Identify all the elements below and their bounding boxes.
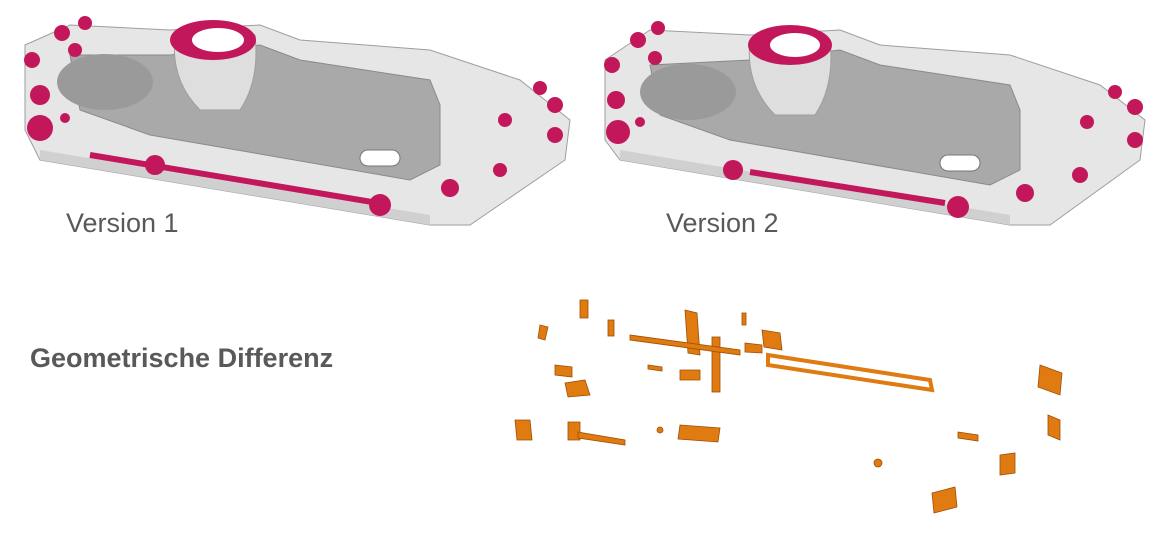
version-2-model bbox=[604, 21, 1146, 226]
v1-mount-points bbox=[24, 16, 563, 216]
v1-frame bbox=[24, 20, 571, 226]
version-2-label: Version 2 bbox=[666, 208, 779, 238]
difference-model bbox=[514, 299, 1063, 514]
version-1-label: Version 1 bbox=[66, 208, 179, 238]
difference-fragments bbox=[514, 299, 1063, 514]
version-1-model bbox=[24, 16, 571, 226]
v2-mount-points bbox=[604, 21, 1143, 218]
v2-frame bbox=[604, 25, 1146, 226]
difference-label: Geometrische Differenz bbox=[30, 343, 334, 373]
